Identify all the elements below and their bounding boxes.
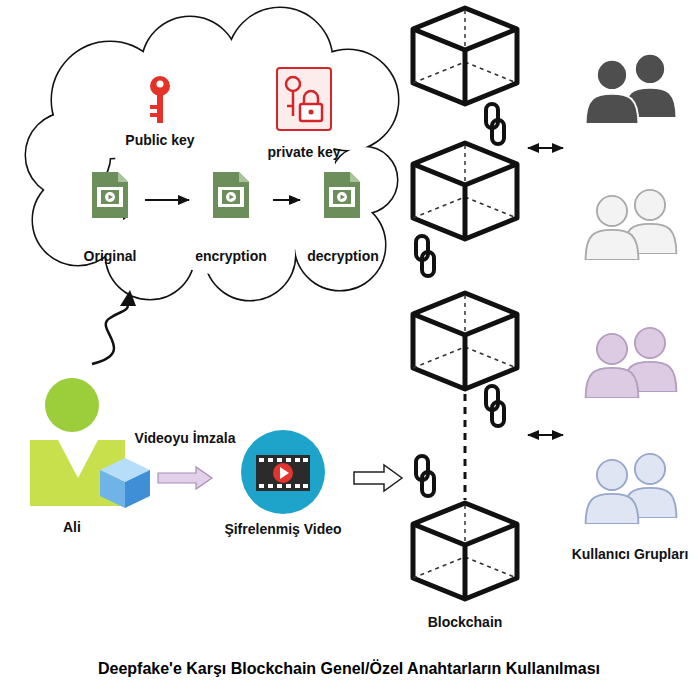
video-file-icon <box>92 172 128 218</box>
node-label: decryption <box>307 248 379 264</box>
diagram-node: Kullanıcı Grupları <box>566 40 694 562</box>
connector-arrow <box>158 467 212 489</box>
node-label: Şifrelenmiş Video <box>224 521 341 537</box>
connector-arrow <box>273 199 300 201</box>
diagram-node: encryption <box>192 168 270 264</box>
diagram-node: Ali <box>25 375 155 535</box>
node-label: Kullanıcı Grupları <box>572 546 689 562</box>
node-label: Public key <box>125 132 194 148</box>
connector-arrow <box>354 465 402 491</box>
public-key-icon <box>150 76 170 123</box>
edge-label: Videoyu İmzala <box>133 430 238 446</box>
node-label: Original <box>84 248 137 264</box>
diagram-node: decryption <box>303 168 383 264</box>
node-label: encryption <box>195 248 267 264</box>
node-label: private key <box>267 144 340 160</box>
cloud-outline <box>26 8 398 300</box>
encrypted-video-icon <box>241 430 325 514</box>
node-label: Blockchain <box>428 614 503 630</box>
connector-arrow <box>528 434 563 436</box>
node-label: Ali <box>63 519 81 535</box>
diagram-node: Public key <box>110 72 210 148</box>
connector-arrow <box>528 147 563 149</box>
video-file-icon <box>324 172 360 218</box>
blockchain-column <box>413 8 517 599</box>
connector-arrow <box>145 199 189 201</box>
figure-caption: Deepfake'e Karşı Blockchain Genel/Özel A… <box>0 660 698 678</box>
user-group-icons <box>586 54 677 524</box>
diagram-node: Blockchain <box>405 2 525 630</box>
private-key-icon <box>277 68 331 130</box>
diagram-node: private key <box>249 62 359 160</box>
curly-arrow <box>92 290 136 364</box>
video-file-icon <box>213 172 249 218</box>
diagram-node: Original <box>78 168 142 264</box>
